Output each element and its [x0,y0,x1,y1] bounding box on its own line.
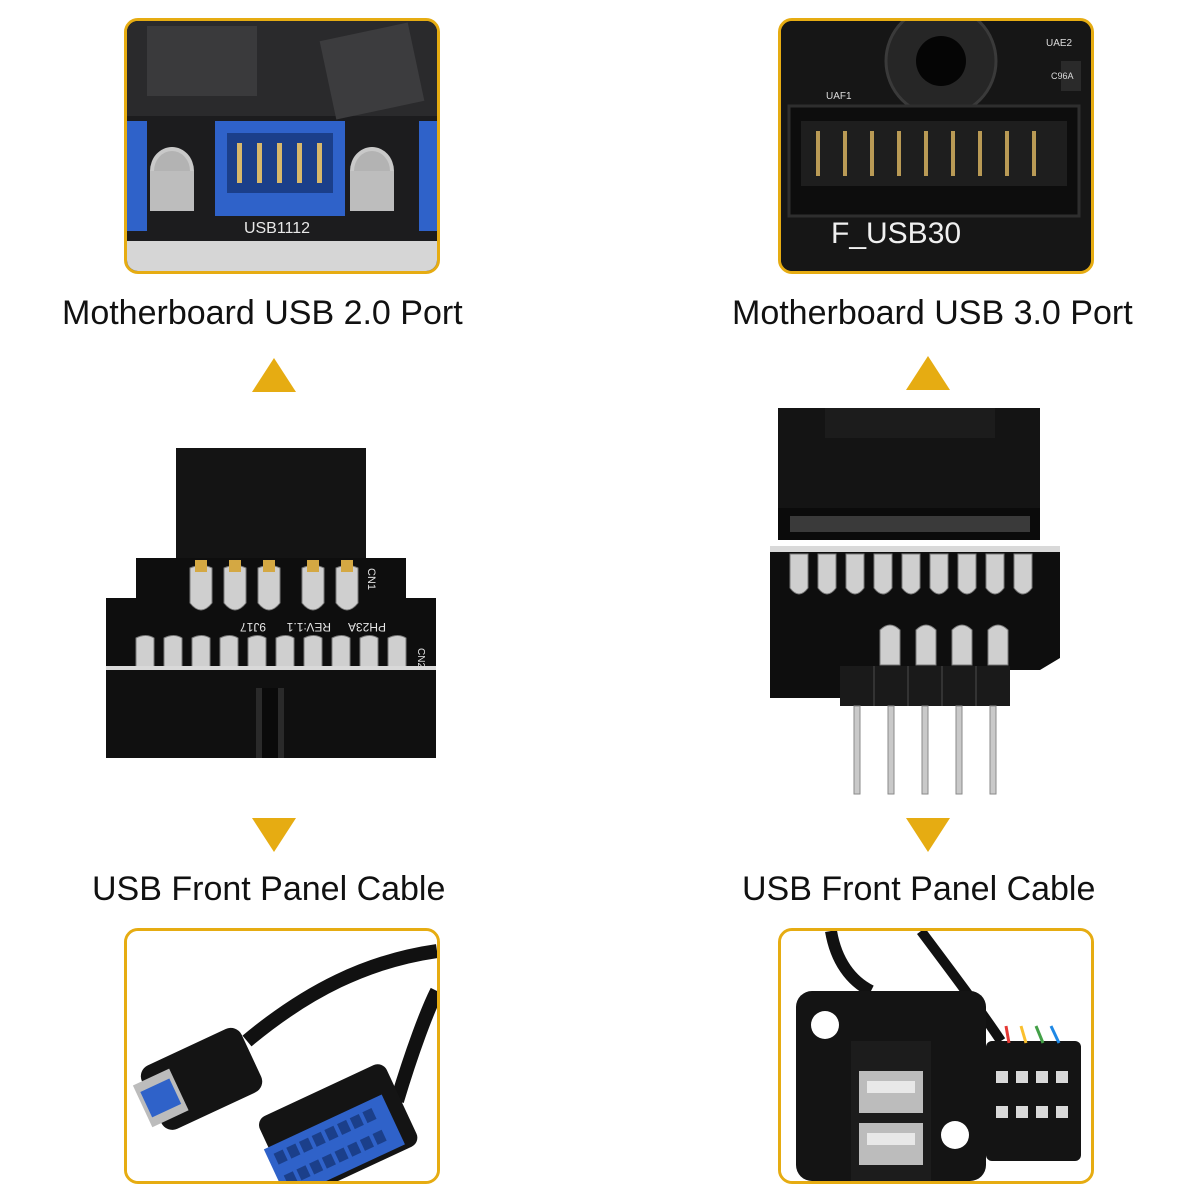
usb3-adapter-illustration [770,408,1060,795]
rev-label: REV:1.1 [286,620,331,634]
uaf1-label: UAF1 [826,91,852,102]
usb3-silkscreen-label: F_USB30 [831,217,961,250]
usb3-header-illustration: F_USB30 UAE2 UAF1 C96A [781,21,1091,271]
usb3-cable-illustration [127,931,437,1181]
usb2-silkscreen-label: USB1112 [244,220,310,237]
cn1-label: CN1 [365,568,377,590]
c96a-label: C96A [1051,71,1074,81]
motherboard-usb3-photo: F_USB30 UAE2 UAF1 C96A [778,18,1094,274]
ph23a-label: PH23A [348,620,386,634]
left-top-caption: Motherboard USB 2.0 Port [62,294,463,332]
usb3-front-panel-cable-photo [124,928,440,1184]
usb2-header-illustration: USB1112 [127,21,437,271]
usb2-front-panel-cable-photo [778,928,1094,1184]
left-bottom-caption: USB Front Panel Cable [92,870,446,908]
arrow-down-icon [906,818,950,852]
usb2-cable-illustration [781,931,1091,1181]
right-top-caption: Motherboard USB 3.0 Port [732,294,1133,332]
right-bottom-caption: USB Front Panel Cable [742,870,1096,908]
date-code-label: 9J17 [240,620,266,634]
cn2-label: CN2 [415,648,426,668]
uae2-label: UAE2 [1046,38,1073,49]
usb2-adapter-illustration: CN1 PH23A REV:1.1 9J17 CN2 [106,448,436,758]
motherboard-usb2-photo: USB1112 [124,18,440,274]
arrow-down-icon [252,818,296,852]
arrow-up-icon [252,358,296,392]
arrow-up-icon [906,356,950,390]
